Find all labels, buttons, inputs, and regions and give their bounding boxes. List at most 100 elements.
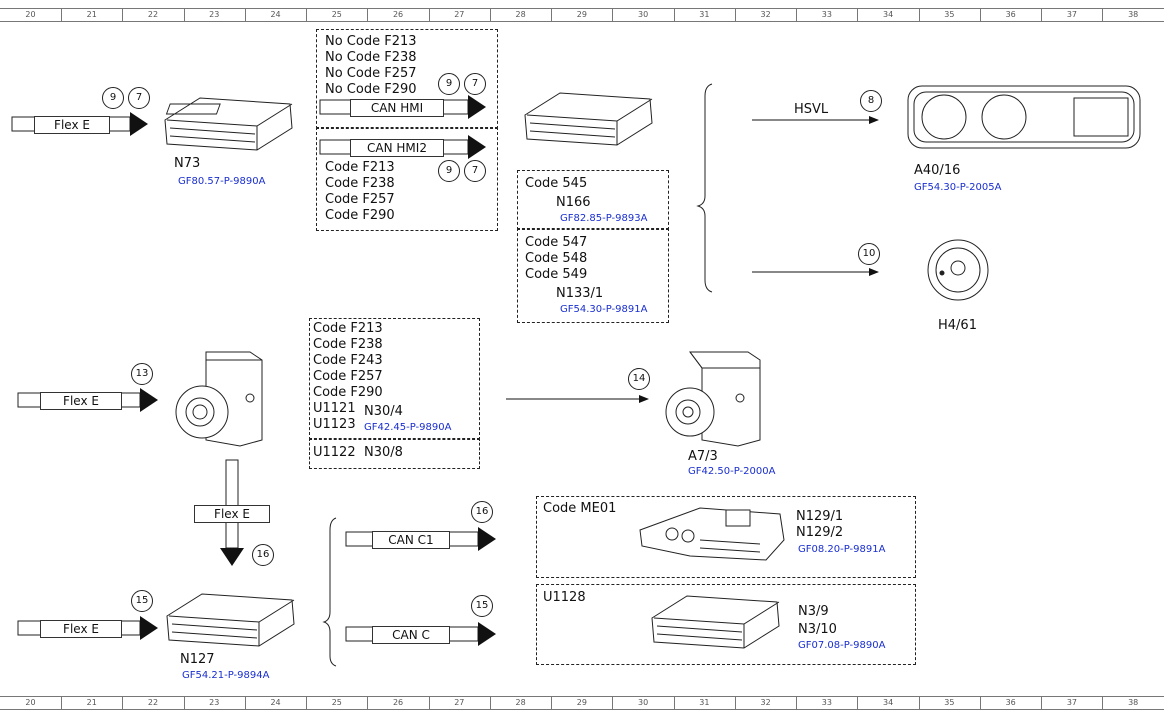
ruler-cell: 34 [858,697,920,709]
code-545: Code 545 [525,176,588,191]
can-c-label: CAN C [372,626,450,644]
can-hmi2-label: CAN HMI2 [350,139,444,157]
flex-e-down-label: Flex E [194,505,270,523]
n129-ref: GF08.20-P-9891A [798,544,886,555]
hmi2-code-f213: Code F213 [325,160,395,175]
ruler-cell: 29 [551,697,614,709]
n30-4-label: N30/4 [364,404,403,419]
esp-code-f257: Code F257 [313,369,383,384]
circle-9-hmi: 9 [438,73,460,95]
n73-label: N73 [174,156,201,171]
n129-2-label: N129/2 [796,525,844,540]
circle-10: 10 [858,243,880,265]
ruler-cell: 35 [919,9,981,21]
circle-14: 14 [628,368,650,390]
ruler-cell: 20 [0,697,62,709]
ruler-cell: 26 [368,697,430,709]
hmi2-code-f238: Code F238 [325,176,395,191]
ruler-cell: 24 [245,697,308,709]
ruler-cell: 25 [306,9,369,21]
esp-code-f290: Code F290 [313,385,383,400]
esp-unit-left-drawing [175,351,263,447]
brace-upper [696,83,713,293]
ruler-cell: 22 [123,697,185,709]
n30-4-ref: GF42.45-P-9890A [364,422,452,433]
circle-15-bottom: 15 [131,590,153,612]
no-code-f257: No Code F257 [325,66,417,81]
instrument-cluster-drawing [907,85,1141,149]
code-box-u1128 [536,584,916,665]
n133-1-ref: GF54.30-P-9891A [560,304,648,315]
circle-7-hmi: 7 [464,73,486,95]
ruler-cell: 20 [0,9,62,21]
no-code-f213: No Code F213 [325,34,417,49]
ruler-cell: 37 [1041,9,1104,21]
n129-1-label: N129/1 [796,509,844,524]
ruler-cell: 31 [674,9,736,21]
circle-15-can-c: 15 [471,595,493,617]
ruler-cell: 23 [184,9,246,21]
ruler-cell: 28 [490,697,553,709]
ruler-cell: 24 [245,9,308,21]
ruler-cell: 26 [368,9,430,21]
hmi2-code-f290: Code F290 [325,208,395,223]
n133-1-label: N133/1 [556,286,604,301]
code-box-hmi [316,29,498,129]
ruler-cell: 36 [980,697,1043,709]
ecu-n3-drawing [651,595,780,649]
n127-label: N127 [180,652,215,667]
brace-lower [322,517,337,667]
speaker-drawing [927,239,989,301]
ruler-cell: 22 [123,9,185,21]
hmi2-code-f257: Code F257 [325,192,395,207]
code-me01: Code ME01 [543,501,617,516]
ruler-cell: 21 [61,697,124,709]
esp-code-u1121: U1121 [313,401,356,416]
no-code-f290: No Code F290 [325,82,417,97]
circle-9-hmi2: 9 [438,160,460,182]
engine-ecu-drawing [639,507,785,561]
flex-e-bottom-label: Flex E [40,620,122,638]
n3-9-label: N3/9 [798,604,829,619]
ruler-cell: 29 [551,9,614,21]
ruler-cell: 32 [735,9,798,21]
ruler-cell: 32 [735,697,798,709]
circle-16-down: 16 [252,544,274,566]
ecu-n73-drawing [164,97,293,151]
a40-16-ref: GF54.30-P-2005A [914,182,1002,193]
ruler-cell: 30 [613,9,675,21]
u1122-code: U1122 [313,445,356,460]
ruler-cell: 28 [490,9,553,21]
n30-8-label: N30/8 [364,445,403,460]
circle-7-hmi2: 7 [464,160,486,182]
ruler-cell: 25 [306,697,369,709]
ruler-cell: 37 [1041,697,1104,709]
code-549: Code 549 [525,267,588,282]
ruler-cell: 23 [184,697,246,709]
hsvl-label: HSVL [794,102,829,117]
code-547: Code 547 [525,235,588,250]
ruler-cell: 33 [796,697,859,709]
circle-8: 8 [860,90,882,112]
a7-3-label: A7/3 [688,449,718,464]
ruler-cell: 35 [919,697,981,709]
ruler-cell: 21 [61,9,124,21]
n166-label: N166 [556,195,591,210]
circle-7-top: 7 [128,87,150,109]
ruler-cell: 27 [429,9,491,21]
n127-ref: GF54.21-P-9894A [182,670,270,681]
flex-e-down-arrow [220,459,244,566]
esp-code-f243: Code F243 [313,353,383,368]
n166-ref: GF82.85-P-9893A [560,213,648,224]
flex-e-top-label: Flex E [34,116,110,134]
flex-e-mid-label: Flex E [40,392,122,410]
n3-10-label: N3/10 [798,622,837,637]
n3-ref: GF07.08-P-9890A [798,640,886,651]
code-box-me01 [536,496,916,578]
can-c1-label: CAN C1 [372,531,450,549]
code-box-hmi2 [316,127,498,231]
code-548: Code 548 [525,251,588,266]
can-hmi-label: CAN HMI [350,99,444,117]
ruler-cell: 27 [429,697,491,709]
